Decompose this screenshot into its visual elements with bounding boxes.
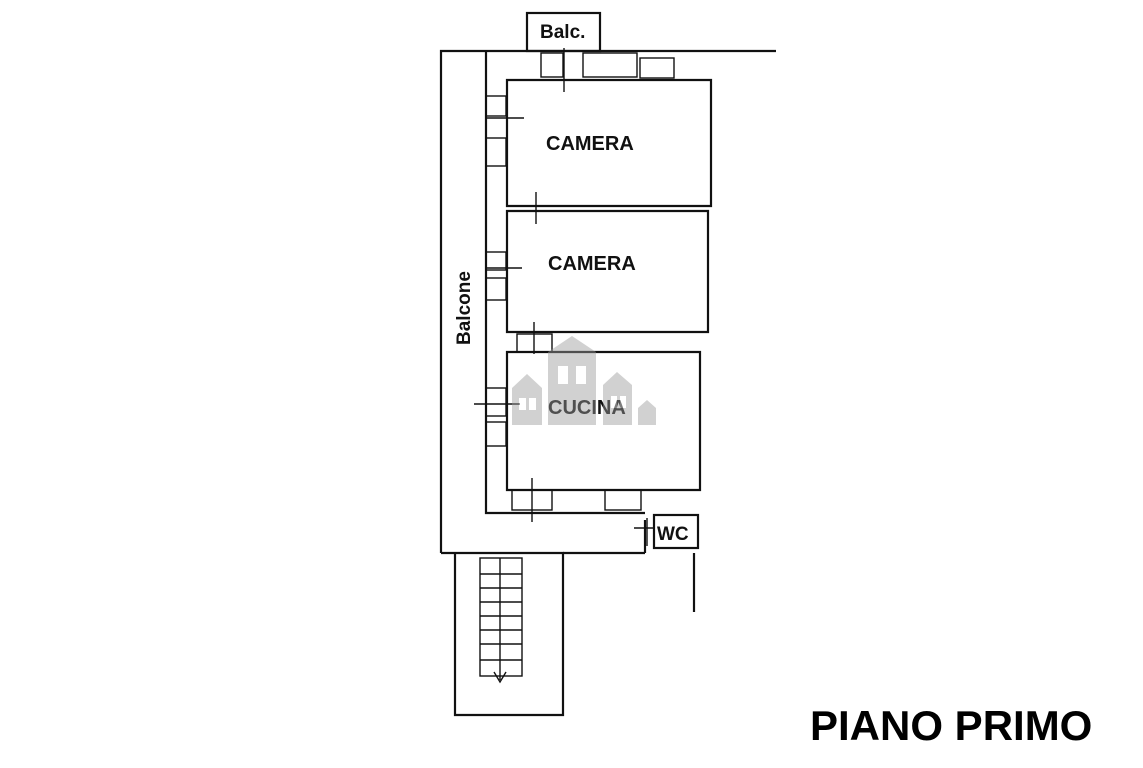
balc-label: Balc.	[540, 22, 585, 43]
room-camera-2-label: CAMERA	[548, 253, 636, 275]
room-cucina-label: CUCINA	[548, 397, 626, 419]
top-facade-windows	[540, 48, 675, 92]
top-balcony: Balc.	[525, 11, 602, 53]
balcone-label: Balcone	[454, 271, 475, 345]
room-wc: WC	[634, 513, 700, 550]
wc-label: WC	[657, 524, 689, 545]
plan-title: PIANO PRIMO	[810, 702, 1092, 749]
staircase	[479, 557, 523, 684]
room-camera-1: CAMERA	[485, 78, 713, 208]
arrow-down-icon	[493, 671, 507, 684]
outer-walls	[439, 49, 776, 717]
room-camera-2: CAMERA	[485, 192, 710, 334]
house-logo-watermark	[512, 336, 656, 425]
room-camera-1-label: CAMERA	[546, 133, 634, 155]
room-cucina: CUCINA	[474, 322, 702, 522]
